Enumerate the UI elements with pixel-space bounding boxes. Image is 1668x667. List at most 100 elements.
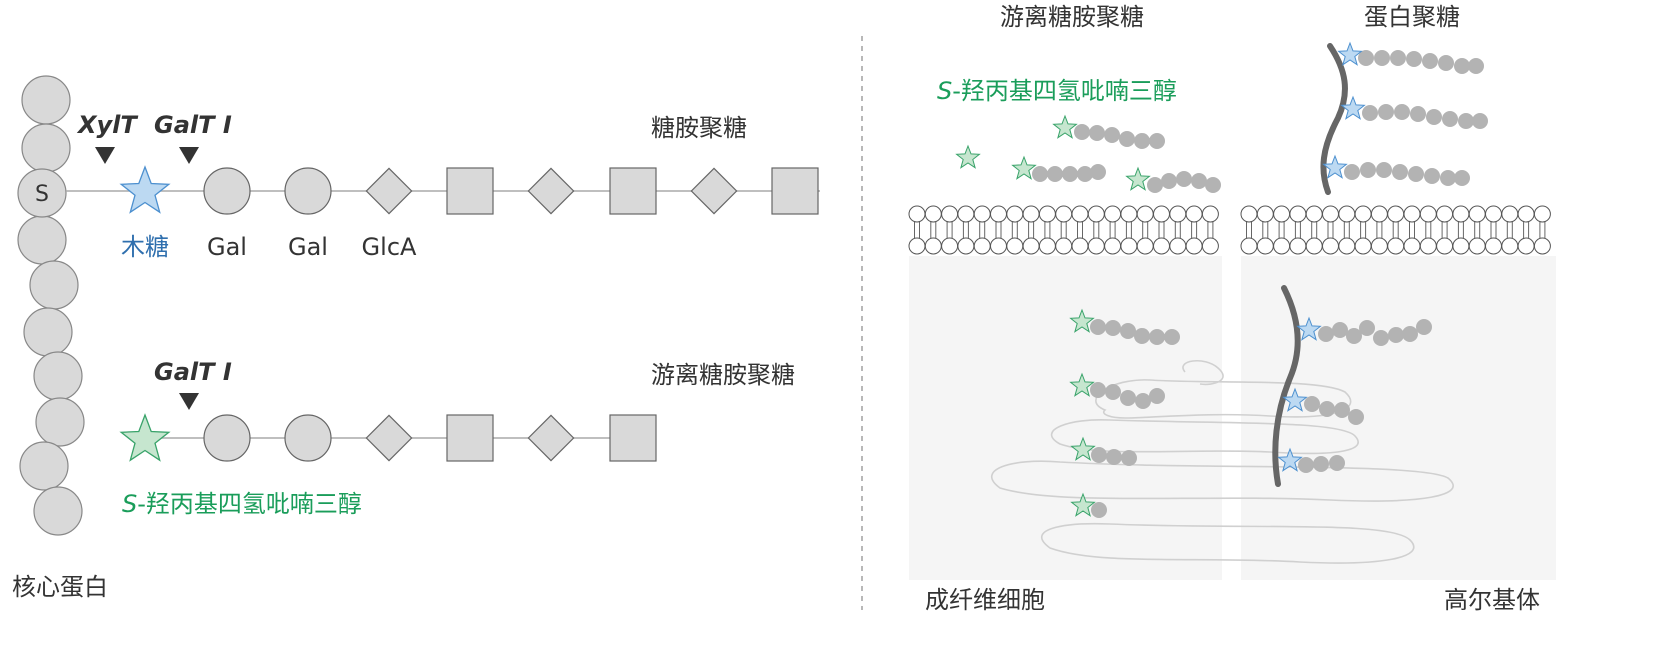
lipid-head (1517, 205, 1535, 223)
lipid-head (1022, 237, 1040, 255)
lipid-head (1533, 205, 1551, 223)
lipid-head (924, 205, 942, 223)
lipid-head (1038, 237, 1056, 255)
lipid-head (957, 237, 975, 255)
lipid-head (1517, 237, 1535, 255)
lipid-head (957, 205, 975, 223)
lipid-head (1289, 205, 1307, 223)
lipid-head (1055, 237, 1073, 255)
lipid-head (1354, 205, 1372, 223)
lipid-head (1104, 205, 1122, 223)
free-residue-gal-1 (203, 414, 251, 462)
glca-label: GlcA (362, 233, 417, 261)
lipid-head (1240, 237, 1258, 255)
lipid-head (1038, 205, 1056, 223)
enzyme-galt1-label: GalT I (154, 111, 232, 139)
lipid-head (1153, 205, 1170, 223)
lipid-head (1273, 237, 1291, 255)
lipid-head (1501, 237, 1519, 255)
lipid-head (1201, 237, 1219, 255)
lipid-head (1322, 205, 1339, 223)
lipid-head (1436, 205, 1454, 223)
inner-free-chain-1 (1070, 309, 1180, 345)
right-free-gag-title: 游离糖胺聚糖 (1000, 3, 1144, 31)
free-residue-gal-2 (284, 414, 332, 462)
lipid-head (1468, 205, 1486, 223)
golgi-proteoglycan (1272, 285, 1432, 487)
lipid-head (973, 205, 991, 223)
xylose-label: 木糖 (121, 233, 169, 261)
lipid-head (908, 205, 926, 223)
right-primer-label: S-羟丙基四氢吡喃三醇 (937, 77, 1177, 105)
residue-gal-1 (203, 167, 251, 215)
lipid-head (1201, 205, 1219, 223)
lipid-head (1136, 237, 1154, 255)
pg-chain-1 (1338, 42, 1484, 74)
residue-gal-2 (284, 167, 332, 215)
lipid-head (1256, 205, 1274, 223)
free-primer-star (956, 145, 980, 169)
inner-free-chain-3 (1071, 437, 1137, 466)
secreted-free-gags (956, 115, 1221, 193)
lipid-head (1120, 205, 1138, 223)
free-residue-square-2 (609, 414, 657, 462)
lipid-head (1169, 205, 1187, 223)
gal-label-1: Gal (207, 233, 247, 261)
fibroblast-label: 成纤维细胞 (925, 586, 1045, 614)
lipid-head (1322, 237, 1339, 255)
pg-chain-3 (1323, 155, 1470, 186)
golgi-pg-chain-2 (1283, 388, 1364, 425)
lipid-head (1104, 237, 1122, 255)
residue-square-1 (446, 167, 494, 215)
residue-xylose (120, 166, 170, 213)
free-gag-chain-c (1126, 167, 1221, 193)
core-protein (17, 75, 85, 536)
lipid-head (1387, 205, 1405, 223)
lipid-head (1256, 237, 1274, 255)
lipid-head (1338, 205, 1356, 223)
lipid-head (1055, 205, 1073, 223)
enzyme-xylt-arrow (95, 147, 115, 164)
lipid-head (1240, 205, 1258, 223)
plasma-membrane (908, 205, 1551, 255)
lipid-head (1022, 205, 1040, 223)
lipid-head (1436, 237, 1454, 255)
right-proteoglycan-title: 蛋白聚糖 (1364, 3, 1460, 31)
lipid-head (941, 205, 959, 223)
residue-glca (365, 167, 413, 215)
fibroblast-cytoplasm (909, 256, 1222, 580)
residue-primer (120, 414, 170, 461)
lipid-head (1136, 205, 1154, 223)
lipid-head (1485, 205, 1502, 223)
lipid-head (1419, 205, 1437, 223)
lipid-head (1419, 237, 1437, 255)
lipid-head (1533, 237, 1551, 255)
core-protein-label: 核心蛋白 (12, 573, 108, 601)
lipid-head (1071, 205, 1089, 223)
lipid-head (1338, 237, 1356, 255)
lipid-head (1071, 237, 1089, 255)
lipid-head (1452, 205, 1470, 223)
golgi-label: 高尔基体 (1444, 586, 1540, 614)
lipid-head (1273, 205, 1291, 223)
lipid-head (908, 237, 926, 255)
golgi-cisternae (991, 360, 1454, 564)
golgi-pg-chain-1 (1297, 317, 1432, 346)
free-enzyme-galt1-label: GalT I (154, 358, 232, 386)
golgi-pg-chain-3 (1278, 448, 1345, 473)
free-residue-diamond-1 (365, 414, 413, 462)
lipid-head (1153, 237, 1170, 255)
free-gag-chain (120, 414, 657, 462)
residue-diamond-2 (527, 167, 575, 215)
lipid-head (941, 237, 959, 255)
pg-chain-2 (1341, 96, 1488, 129)
lipid-head (1387, 237, 1405, 255)
lipid-head (1006, 237, 1024, 255)
lipid-head (1370, 237, 1388, 255)
lipid-head (1185, 205, 1203, 223)
lipid-head (1468, 237, 1486, 255)
primer-label: S-羟丙基四氢吡喃三醇 (122, 490, 362, 518)
lipid-head (973, 237, 991, 255)
gal-label-2: Gal (288, 233, 328, 261)
lipid-head (1289, 237, 1307, 255)
